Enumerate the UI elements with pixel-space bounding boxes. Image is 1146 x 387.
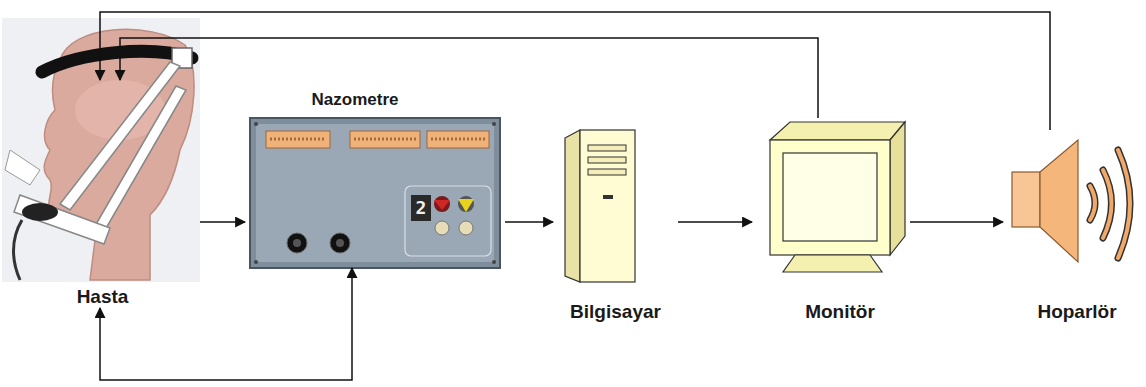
knob bbox=[330, 233, 350, 253]
device-panel bbox=[256, 124, 494, 262]
speaker-cone bbox=[1040, 140, 1078, 262]
screw bbox=[254, 122, 258, 126]
connector-slot bbox=[350, 131, 420, 148]
button bbox=[458, 196, 474, 212]
control-frame bbox=[405, 186, 491, 256]
monitor-stand bbox=[783, 255, 882, 272]
monitor-side bbox=[890, 122, 905, 255]
device-node: Monitör bbox=[752, 118, 910, 323]
node-label: Nazometre bbox=[312, 90, 399, 110]
signal-arrow bbox=[120, 38, 818, 118]
microphone bbox=[22, 203, 58, 221]
cable bbox=[14, 220, 23, 280]
device-node: Bilgisayar bbox=[553, 128, 678, 323]
node-label: Hasta bbox=[77, 286, 129, 308]
node-label: Monitör bbox=[805, 301, 875, 323]
drive-bay bbox=[588, 157, 626, 163]
frame-strut bbox=[95, 86, 186, 230]
signal-arrow bbox=[200, 221, 245, 223]
device-case bbox=[250, 118, 500, 268]
device-node: Nazometre bbox=[245, 90, 505, 268]
monitor-screen bbox=[783, 153, 877, 241]
button-beige bbox=[435, 221, 449, 235]
screw bbox=[492, 260, 496, 264]
drive-bay bbox=[588, 145, 626, 151]
computer-tower bbox=[565, 130, 635, 282]
tower-front bbox=[580, 130, 635, 282]
sound-wave bbox=[1090, 186, 1095, 220]
signal-arrow bbox=[505, 221, 553, 223]
patient-illustration bbox=[2, 18, 200, 282]
sound-wave bbox=[1090, 186, 1095, 220]
device-node: Hasta bbox=[5, 80, 200, 308]
button bbox=[434, 196, 450, 212]
sound-wave bbox=[1118, 150, 1130, 258]
sound-wave bbox=[1103, 170, 1112, 238]
photo-ground bbox=[2, 18, 200, 282]
speaker bbox=[1012, 140, 1130, 262]
drive-bay bbox=[588, 169, 626, 175]
tower-side bbox=[565, 130, 580, 282]
frame-part bbox=[5, 150, 40, 185]
button-yellow bbox=[458, 199, 474, 212]
node-label: Hoparlör bbox=[1037, 301, 1116, 323]
separator-plate bbox=[14, 195, 110, 244]
monitor bbox=[770, 122, 905, 272]
digit-display bbox=[411, 195, 431, 221]
screw bbox=[254, 260, 258, 264]
sound-wave bbox=[1118, 150, 1130, 258]
speaker-body bbox=[1012, 172, 1040, 227]
signal-arrow bbox=[100, 268, 352, 380]
display-digit: 2 bbox=[411, 196, 431, 220]
signal-arrow bbox=[910, 221, 1003, 223]
knob-cap bbox=[336, 239, 344, 247]
power-button bbox=[603, 195, 613, 199]
signal-arrow bbox=[678, 221, 752, 223]
screw bbox=[492, 122, 496, 126]
button-beige bbox=[459, 221, 473, 235]
knob-cap bbox=[293, 239, 301, 247]
nasometer-device bbox=[250, 118, 500, 268]
monitor-top bbox=[770, 122, 905, 140]
signal-arrow bbox=[100, 12, 1050, 130]
sound-wave bbox=[1103, 170, 1112, 238]
button-red bbox=[434, 200, 450, 210]
device-node: Hoparlör bbox=[1003, 130, 1141, 323]
node-label: Bilgisayar bbox=[570, 301, 661, 323]
connector-pins bbox=[270, 138, 485, 141]
monitor-bezel bbox=[770, 140, 890, 255]
knob bbox=[287, 233, 307, 253]
